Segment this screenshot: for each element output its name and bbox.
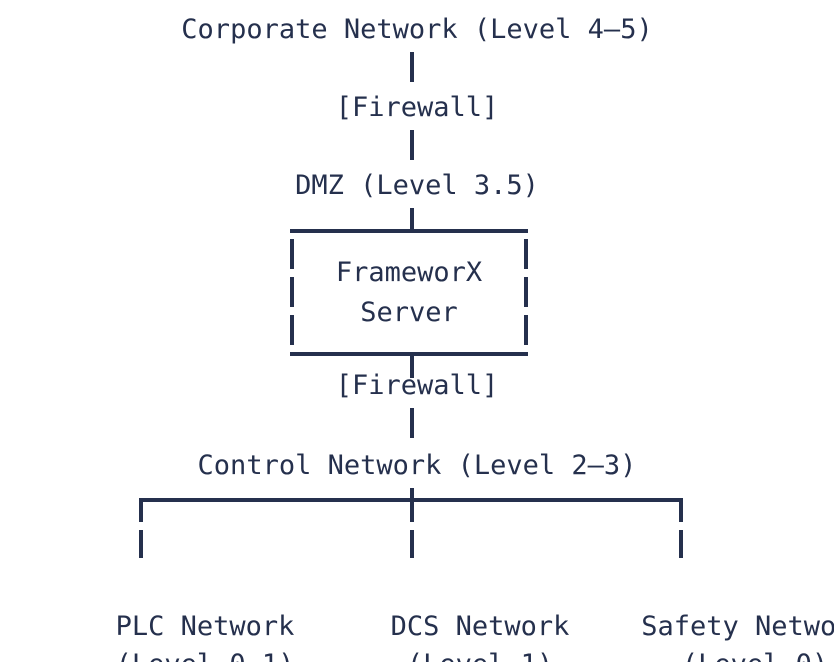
connector-control-to-branch — [410, 488, 414, 504]
branch-connector-group — [0, 498, 834, 560]
leaf-dcs-name: DCS Network — [390, 611, 570, 642]
connector-dmz-to-server — [410, 208, 414, 232]
box-border-top — [290, 229, 528, 233]
node-corporate-network: Corporate Network (Level 4–5) — [181, 14, 653, 45]
connector-server-to-firewall — [410, 356, 414, 378]
connector-firewall-to-dmz — [410, 130, 414, 160]
connector-corporate-to-firewall — [410, 52, 414, 82]
server-box-label: FrameworX Server — [290, 229, 528, 356]
branch-drop-plc-stub — [139, 500, 143, 522]
node-control-network: Control Network (Level 2–3) — [197, 450, 637, 481]
box-border-bottom — [290, 352, 528, 356]
leaf-plc-level: (Level 0–1) — [65, 646, 345, 662]
branch-drop-safety-stub — [679, 500, 683, 522]
node-frameworx-server-box: FrameworX Server — [290, 229, 528, 356]
leaf-dcs-level: (Level 1) — [345, 646, 615, 662]
branch-drop-dcs — [410, 530, 414, 558]
node-firewall-top: [Firewall] — [335, 92, 499, 123]
server-label-line-2: Server — [360, 296, 458, 328]
leaf-levels-row: (Level 0–1)(Level 1)(Level 0) — [0, 608, 834, 662]
box-border-left-segment — [290, 315, 294, 345]
leaf-names-row: PLC Network DCS Network Safety Network — [0, 570, 834, 662]
leaf-plc-name: PLC Network — [115, 611, 295, 642]
branch-drop-safety — [679, 530, 683, 558]
leaf-safety-name: Safety Network — [641, 611, 834, 642]
branch-drop-dcs-stub — [410, 500, 414, 522]
leaf-safety-level: (Level 0) — [615, 646, 834, 662]
node-firewall-bottom: [Firewall] — [335, 370, 499, 401]
node-dmz: DMZ (Level 3.5) — [295, 170, 539, 201]
box-border-left-segment — [290, 277, 294, 307]
box-border-left-segment — [290, 239, 294, 269]
connector-firewall-to-control — [410, 408, 414, 438]
branch-drop-plc — [139, 530, 143, 558]
box-border-right-segment — [524, 239, 528, 269]
box-border-right-segment — [524, 315, 528, 345]
server-label-line-1: FrameworX — [335, 256, 483, 288]
box-border-right-segment — [524, 277, 528, 307]
